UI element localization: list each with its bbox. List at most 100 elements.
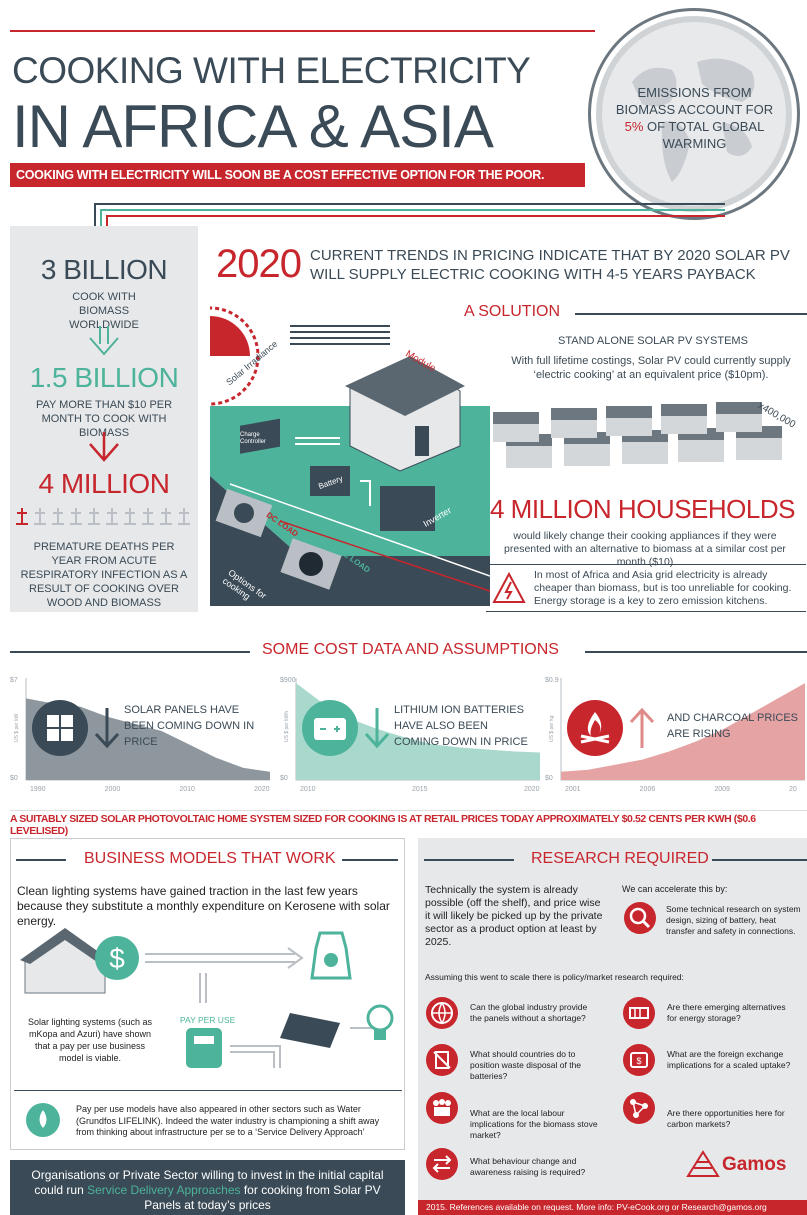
x-tick-label: 2010 [179,786,195,793]
cost-chart-2: $900 $0 US $ per kWh 2010 2015 2020 [280,672,542,800]
research-assumption: Assuming this went to scale there is pol… [425,972,684,982]
invest-panel [10,1160,405,1215]
research-accelerate: We can accelerate this by: [622,884,728,894]
business-description: Clean lighting systems have gained tract… [17,884,390,928]
cost-rule-left [10,651,250,653]
question-exchange: What are the foreign exchange implicatio… [667,1049,791,1070]
globe-icon [426,997,458,1029]
down-arrow-icon [92,706,122,755]
cost-title: SOME COST DATA AND ASSUMPTIONS [262,641,559,658]
y-axis-label: US $ per kW [14,713,20,742]
retail-price-note: A SUITABLY SIZED SOLAR PHOTOVOLTAIC HOME… [10,810,807,837]
business-panel [10,838,405,1150]
stat-value: 1.5 BILLION [29,362,179,393]
chart-svg: $900 $0 US $ per kWh 2010 2015 2020 [280,677,540,793]
chart-caption: SOLAR PANELS HAVE BEEN COMING DOWN IN PR… [124,704,255,748]
x-tick-label: 2020 [254,786,270,793]
business-title: BUSINESS MODELS THAT WORK [84,850,336,867]
y-tick-label: $900 [280,677,296,684]
y-tick-label: $0 [10,775,18,782]
references-footer: 2015. References available on request. M… [418,1200,807,1215]
chart-area [561,683,805,780]
question-behaviour: What behaviour change and awareness rais… [470,1156,586,1177]
network-icon [623,1092,655,1124]
globe-ring [588,8,800,220]
research-panel [418,838,807,1200]
research-rule-left [424,859,514,861]
research-title: RESEARCH REQUIRED [531,850,709,867]
water-note: Pay per use models have also appeared in… [76,1104,380,1137]
battery-icon [623,997,655,1029]
warning-icon [492,572,526,603]
exchange-icon: $ [623,1044,655,1076]
y-axis-label: US $ per kWh [284,711,290,742]
x-tick-label: 2006 [640,786,656,793]
chart-area [26,698,270,780]
header-rule [10,30,595,32]
solution-rule [575,313,807,315]
stat-1-5-billion: 1.5 BILLION PAY MORE THAN $10 PER MONTH … [10,362,198,440]
solution-title: A SOLUTION [464,303,561,320]
solar-lighting-note: Solar lighting systems (such as mKopa an… [27,1017,153,1063]
x-tick-label: 20 [789,786,797,793]
stat-3-billion: 3 BILLION COOK WITH BIOMASS WORLDWIDE [10,254,198,332]
x-tick-label: 2010 [300,786,316,793]
solar-system-diagram [210,306,490,606]
gamos-logo-icon [686,1150,720,1177]
research-technical-note: Some technical research on system design… [666,904,801,936]
invest-text: Organisations or Private Sector willing … [31,1168,384,1212]
y-tick-label: $0 [545,775,553,782]
households-title: 4 MILLION HOUSEHOLDS [490,494,795,524]
water-drop-icon [26,1103,60,1137]
stat-4-million: 4 MILLION [10,468,198,500]
chart-caption: AND CHARCOAL PRICES ARE RISING [667,712,799,740]
y-tick-label: $0 [280,775,288,782]
standalone-title: STAND ALONE SOLAR PV SYSTEMS [558,335,748,347]
x-tick-label: 2020 [524,786,540,793]
pay-per-use-label: PAY PER USE [180,1015,236,1025]
y-tick-label: $7 [10,677,18,684]
chart-area [296,683,540,780]
business-rule-right [342,859,398,861]
question-carbon: Are there opportunities here for carbon … [667,1108,785,1129]
question-storage: Are there emerging alternatives for ener… [667,1002,786,1023]
business-diagram: $ [20,928,394,1068]
question-labour: What are the local labour implications f… [470,1108,598,1140]
grave-cross-icons [16,508,190,525]
y-axis-label: US $ per kg [549,715,555,742]
stat-value: 3 BILLION [40,254,168,285]
x-tick-label: 2015 [412,786,428,793]
title-line-1: COOKING WITH ELECTRICITY [12,50,531,91]
x-tick-label: 1990 [30,786,46,793]
battery-icon [302,700,358,756]
title-line-2: IN AFRICA & ASIA [12,93,494,160]
stat-caption: PAY MORE THAN $10 PER MONTH TO COOK WITH… [35,399,173,439]
people-icon [426,1092,458,1124]
question-panels: Can the global industry provide the pane… [470,1002,588,1023]
x-tick-label: 2001 [565,786,581,793]
stat-value: 4 MILLION [38,468,170,499]
solar-panel-icon [32,700,88,756]
stat-caption: PREMATURE DEATHS PER YEAR FROM ACUTE RES… [20,541,188,609]
research-technical: Technically the system is already possib… [425,884,603,948]
stat-caption: COOK WITH BIOMASS WORLDWIDE [69,291,139,331]
stats-panel [10,226,198,612]
x-tick-label: 2009 [714,786,730,793]
research-rule-right [712,859,807,861]
down-arrow-icon [89,326,119,356]
down-arrow-icon [89,432,119,462]
gamos-brand: Gamos [722,1154,787,1175]
fire-icon [567,700,623,756]
business-divider [14,1090,402,1091]
houses-icon [493,402,782,468]
cost-rule-right [585,651,807,653]
chart-caption: LITHIUM ION BATTERIES HAVE ALSO BEEN COM… [394,704,528,748]
emissions-text: EMISSIONS FROM BIOMASS ACCOUNT FOR 5% OF… [615,85,774,151]
year-2020: 2020 [216,242,302,286]
solution-description: With full lifetime costings, Solar PV co… [511,355,791,381]
svg-text:$: $ [636,1056,641,1066]
